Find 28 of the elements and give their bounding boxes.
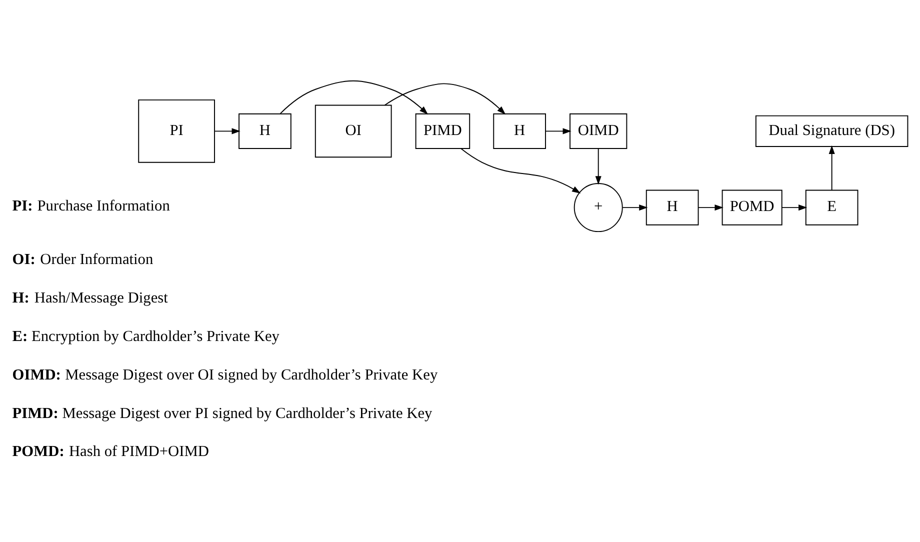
- node-box: H: [493, 112, 546, 148]
- arrow: [280, 80, 428, 114]
- node-box: POMD: [722, 189, 782, 225]
- node-circle: +: [574, 182, 623, 232]
- node-box: H: [646, 189, 699, 225]
- label: E: Encryption by Cardholder’s Private Key: [12, 327, 280, 344]
- node-box: E: [805, 189, 858, 225]
- node-box: OI: [314, 104, 392, 158]
- arrow: [698, 204, 724, 210]
- arrow: [828, 144, 835, 190]
- node-box: H: [238, 112, 292, 148]
- arrow: [595, 148, 602, 184]
- arrow: [545, 128, 572, 134]
- label: OIMD: Message Digest over OI signed by Cardholder’s Private Key: [12, 366, 438, 383]
- node-box: Dual Signature (DS): [755, 114, 908, 147]
- arrow: [214, 128, 240, 134]
- label: POMD: Hash of PIMD+OIMD: [12, 442, 210, 460]
- label: OI: Order Information: [12, 250, 154, 268]
- label: PI: Purchase Information: [12, 196, 170, 214]
- arrow: [460, 148, 581, 193]
- node-box: PIMD: [415, 112, 470, 148]
- node-box: PI: [138, 98, 215, 162]
- label: H: Hash/Message Digest: [12, 288, 168, 306]
- label: PIMD: Message Digest over PI signed by Cardholder’s Private Key: [12, 404, 432, 422]
- node-box: OIMD: [570, 112, 628, 148]
- arrow: [622, 204, 648, 210]
- arrow: [782, 204, 808, 210]
- arrow: [384, 82, 506, 114]
